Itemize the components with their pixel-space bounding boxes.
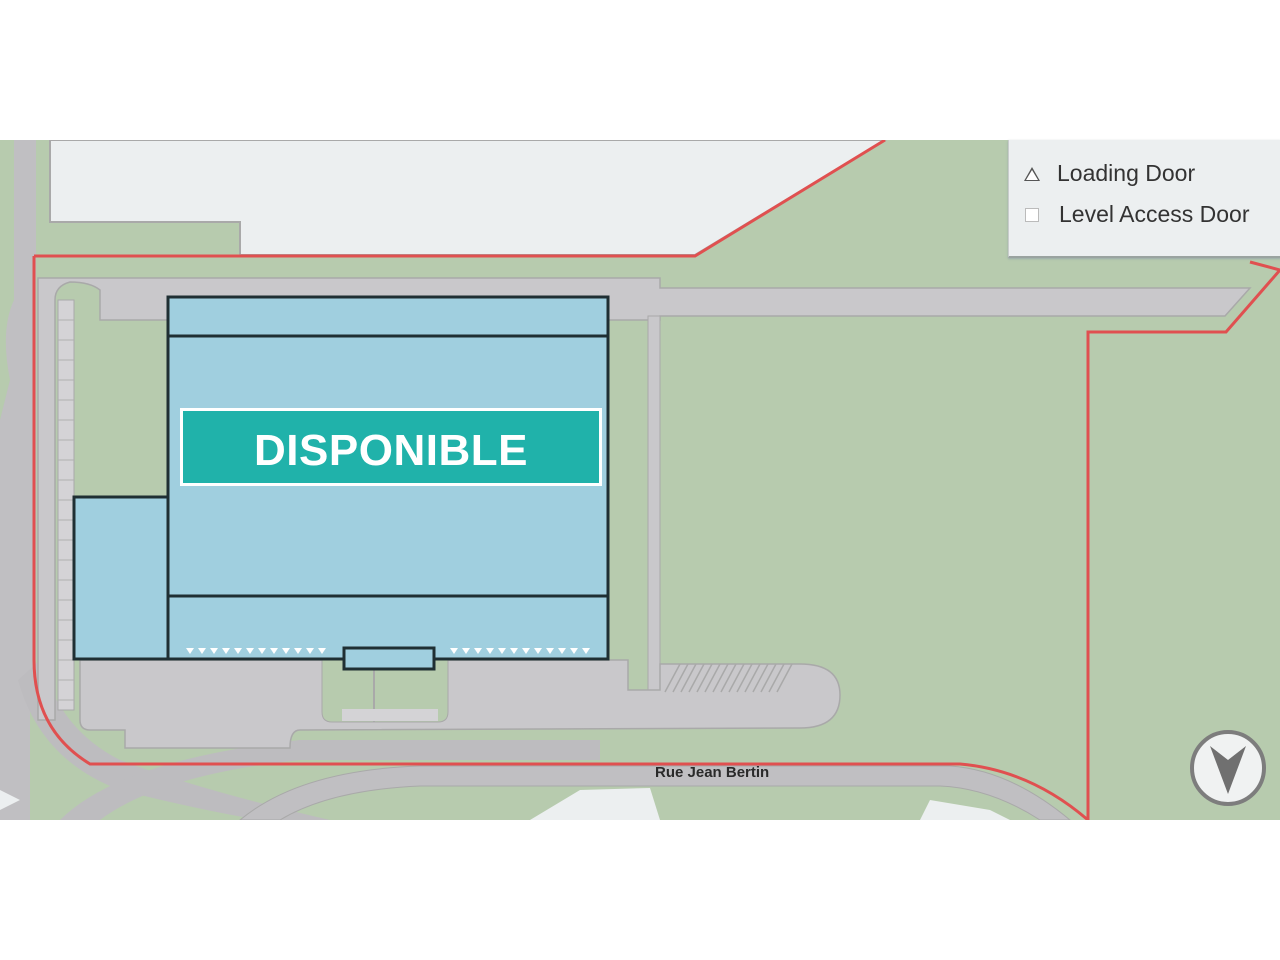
square-icon xyxy=(1023,206,1041,224)
north-arrow-icon xyxy=(1188,728,1268,808)
legend: Loading Door Level Access Door xyxy=(1008,140,1280,258)
legend-label: Loading Door xyxy=(1057,160,1196,186)
legend-item-loading-door: Loading Door xyxy=(1023,160,1195,187)
legend-label: Level Access Door xyxy=(1059,201,1250,227)
street-label: Rue Jean Bertin xyxy=(655,764,770,781)
availability-badge: DISPONIBLE xyxy=(180,408,602,486)
legend-item-level-access-door: Level Access Door xyxy=(1023,201,1249,228)
triangle-icon xyxy=(1023,165,1041,183)
availability-label: DISPONIBLE xyxy=(254,426,528,475)
